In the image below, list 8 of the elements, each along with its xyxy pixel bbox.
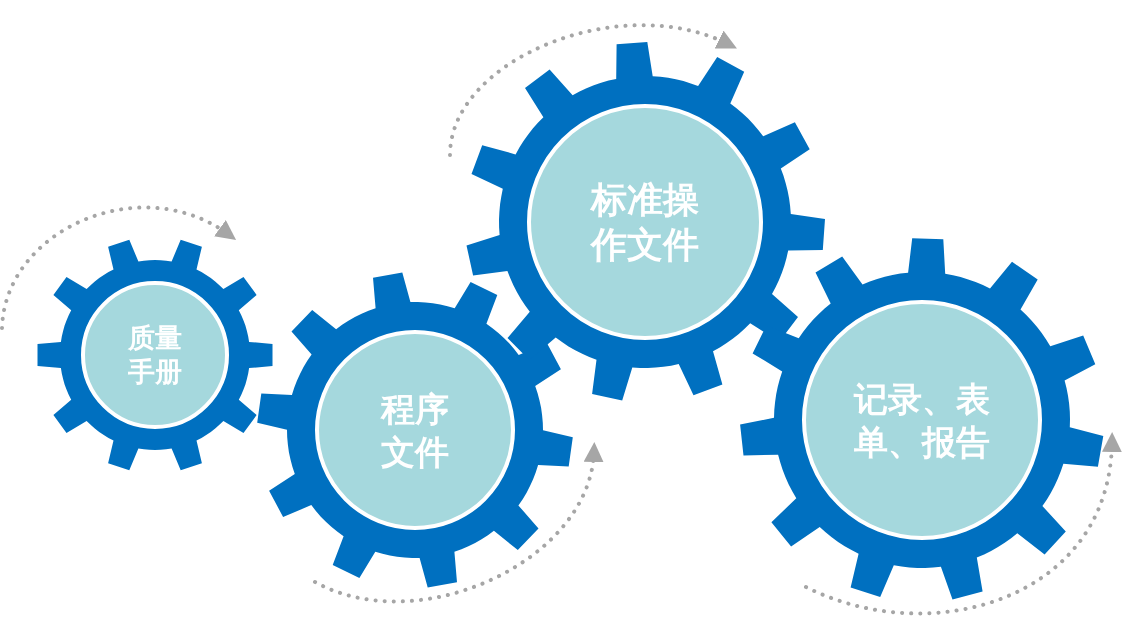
gear [257, 272, 573, 588]
gear [37, 237, 273, 473]
gear-label: 记录、表单、报告 [852, 377, 991, 463]
gear-label: 程序文件 [380, 387, 450, 473]
gear [740, 238, 1104, 602]
gear-label: 质量手册 [127, 321, 183, 389]
gear-label: 标准操作文件 [589, 178, 700, 267]
gear [465, 42, 825, 402]
